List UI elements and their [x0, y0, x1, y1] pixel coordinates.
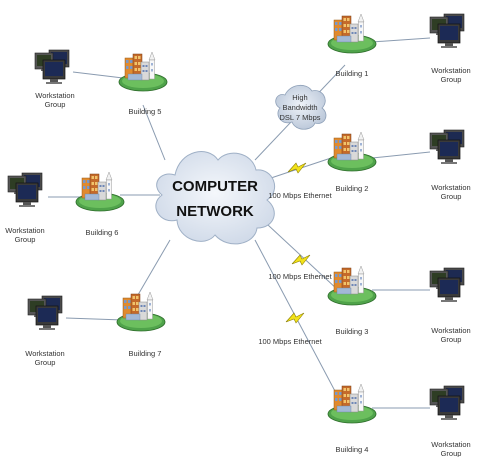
- building-1-label: Building 1: [336, 69, 369, 78]
- workstation-label-line2: Group: [45, 100, 66, 109]
- link-building-4: [254, 239, 346, 411]
- workstation-label-line1: Workstation: [431, 66, 470, 75]
- workstation-group-icon: [429, 129, 465, 165]
- workstation-group-icon: [34, 49, 70, 85]
- building-6-label: Building 6: [86, 228, 119, 237]
- building-3-label: Building 3: [336, 327, 369, 336]
- workstation-label-line1: Workstation: [431, 326, 470, 335]
- building-icon: [75, 171, 125, 212]
- workstation-label-line1: Workstation: [431, 440, 470, 449]
- building-icon: [327, 383, 377, 424]
- ethernet-label-building-3: 100 Mbps Ethernet: [268, 272, 332, 281]
- dsl-label-line1: High: [292, 93, 307, 102]
- workstation-label-line1: Workstation: [5, 226, 44, 235]
- building-7-label: Building 7: [129, 349, 162, 358]
- ethernet-label-building-2: 100 Mbps Ethernet: [268, 191, 332, 200]
- workstation-group-icon: [429, 13, 465, 49]
- workstation-group-icon: [7, 172, 43, 208]
- building-icon: [327, 131, 377, 172]
- workstation-label-line2: Group: [441, 192, 462, 201]
- building-4-label: Building 4: [336, 445, 369, 454]
- workstation-group-icon: [27, 295, 63, 331]
- workstation-group-icon: [429, 385, 465, 421]
- dsl-label-line3: DSL 7 Mbps: [280, 113, 321, 122]
- link-building-5: [142, 104, 166, 161]
- link-building-7: [134, 239, 171, 301]
- lightning-bolt-icon: [285, 312, 305, 324]
- workstation-label-line2: Group: [441, 449, 462, 457]
- lightning-bolt-icon: [291, 254, 311, 266]
- building-icon: [118, 51, 168, 92]
- computer-network-cloud: [155, 151, 276, 245]
- workstation-label-line1: Workstation: [25, 349, 64, 358]
- building-2-label: Building 2: [336, 184, 369, 193]
- workstation-label-line1: Workstation: [431, 183, 470, 192]
- workstation-label-line2: Group: [35, 358, 56, 367]
- workstation-label-line2: Group: [15, 235, 36, 244]
- workstation-group-icon: [429, 267, 465, 303]
- ethernet-label-building-4: 100 Mbps Ethernet: [258, 337, 322, 346]
- network-title-line1: COMPUTER: [172, 178, 258, 195]
- workstation-label-line2: Group: [441, 75, 462, 84]
- workstation-label-line2: Group: [441, 335, 462, 344]
- building-5-label: Building 5: [129, 107, 162, 116]
- building-icon: [116, 291, 166, 332]
- building-icon: [327, 13, 377, 54]
- network-title-line2: NETWORK: [176, 203, 254, 220]
- link-building-3: [267, 224, 339, 291]
- workstation-label-line1: Workstation: [35, 91, 74, 100]
- dsl-cloud: [275, 85, 327, 130]
- dsl-label-line2: Bandwidth: [282, 103, 317, 112]
- building-icon: [327, 265, 377, 306]
